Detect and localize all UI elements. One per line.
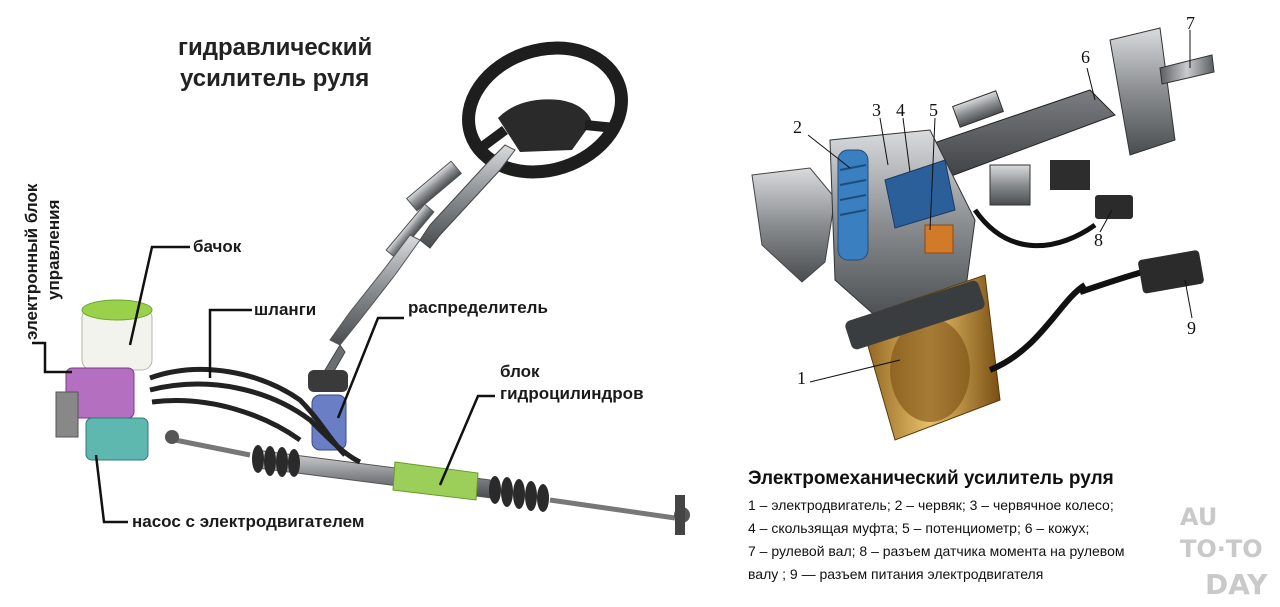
label-cylinder-line2: гидроцилиндров bbox=[500, 384, 644, 403]
worm-part bbox=[837, 149, 869, 261]
label-cylinder-line1: блок bbox=[500, 362, 540, 381]
label-ecu-line2: управления bbox=[44, 199, 63, 300]
electromechanical-assembly bbox=[751, 27, 1215, 441]
steering-column bbox=[324, 144, 516, 379]
caption-line: 4 – скользящая муфта; 5 – потенциометр; … bbox=[748, 520, 1090, 536]
hydraulic-assembly bbox=[55, 41, 690, 535]
part-number-1: 1 bbox=[797, 368, 806, 388]
label-distributor: распределитель bbox=[408, 298, 548, 317]
reservoir-tank bbox=[81, 299, 153, 371]
part-number-2: 2 bbox=[793, 117, 802, 137]
hydraulic-title-line1: гидравлический bbox=[178, 34, 373, 61]
caption-line: валу ; 9 — разъем питания электродвигате… bbox=[748, 566, 1044, 582]
part-number-6: 6 bbox=[1081, 47, 1090, 67]
caption-title: Электромеханический усилитель руля bbox=[748, 468, 1114, 489]
pump-motor bbox=[85, 417, 149, 461]
hydro-cylinder-block bbox=[392, 461, 479, 501]
left-leader-lines bbox=[32, 245, 495, 524]
label-pump: насос с электродвигателем bbox=[132, 512, 365, 531]
hydraulic-title-line2: усилитель руля bbox=[180, 65, 370, 92]
part-number-7: 7 bbox=[1186, 13, 1195, 33]
part-number-3: 3 bbox=[872, 100, 881, 120]
label-tank: бачок bbox=[193, 237, 242, 256]
part-number-9: 9 bbox=[1187, 318, 1196, 338]
caption-line: 1 – электродвигатель; 2 – червяк; 3 – че… bbox=[748, 497, 1114, 513]
caption-line: 7 – рулевой вал; 8 – разъем датчика моме… bbox=[748, 543, 1125, 559]
label-ecu-line1: электронный блок bbox=[22, 183, 41, 340]
part-number-5: 5 bbox=[929, 100, 938, 120]
label-hoses: шланги bbox=[254, 300, 317, 319]
hoses bbox=[149, 366, 362, 465]
right-leader-lines bbox=[807, 30, 1193, 383]
steering-rack bbox=[165, 430, 690, 535]
steering-wheel bbox=[462, 41, 628, 179]
part-number-4: 4 bbox=[896, 100, 905, 120]
part-number-8: 8 bbox=[1094, 230, 1103, 250]
